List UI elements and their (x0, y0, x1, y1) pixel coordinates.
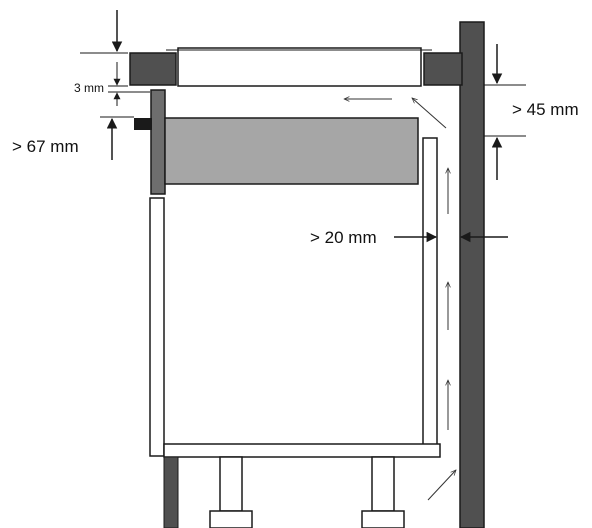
label-clearance-right: > 45 mm (512, 100, 579, 119)
rear-wall-panel (459, 21, 485, 528)
leg-right (371, 456, 395, 512)
oven-body (164, 117, 419, 185)
leg-left (219, 456, 243, 512)
airflow-arrow-inlet (427, 470, 456, 501)
worktop-left (129, 52, 177, 86)
leg-left-foot (209, 510, 253, 528)
label-clearance-top: > 67 mm (12, 137, 79, 156)
cabinet-bottom-shelf (163, 443, 441, 458)
hob-glass (177, 47, 422, 87)
airflow-arrow-outlet-diag (412, 98, 447, 129)
worktop-right (423, 52, 463, 86)
label-gap-rear: > 20 mm (310, 228, 377, 247)
cabinet-left-side (149, 197, 165, 457)
leg-right-foot (361, 510, 405, 528)
label-gap-top: 3 mm (74, 81, 104, 95)
oven-front-panel (150, 89, 166, 195)
cabinet-back-panel (422, 137, 438, 447)
oven-handle (134, 118, 152, 130)
plinth-left (163, 456, 179, 528)
